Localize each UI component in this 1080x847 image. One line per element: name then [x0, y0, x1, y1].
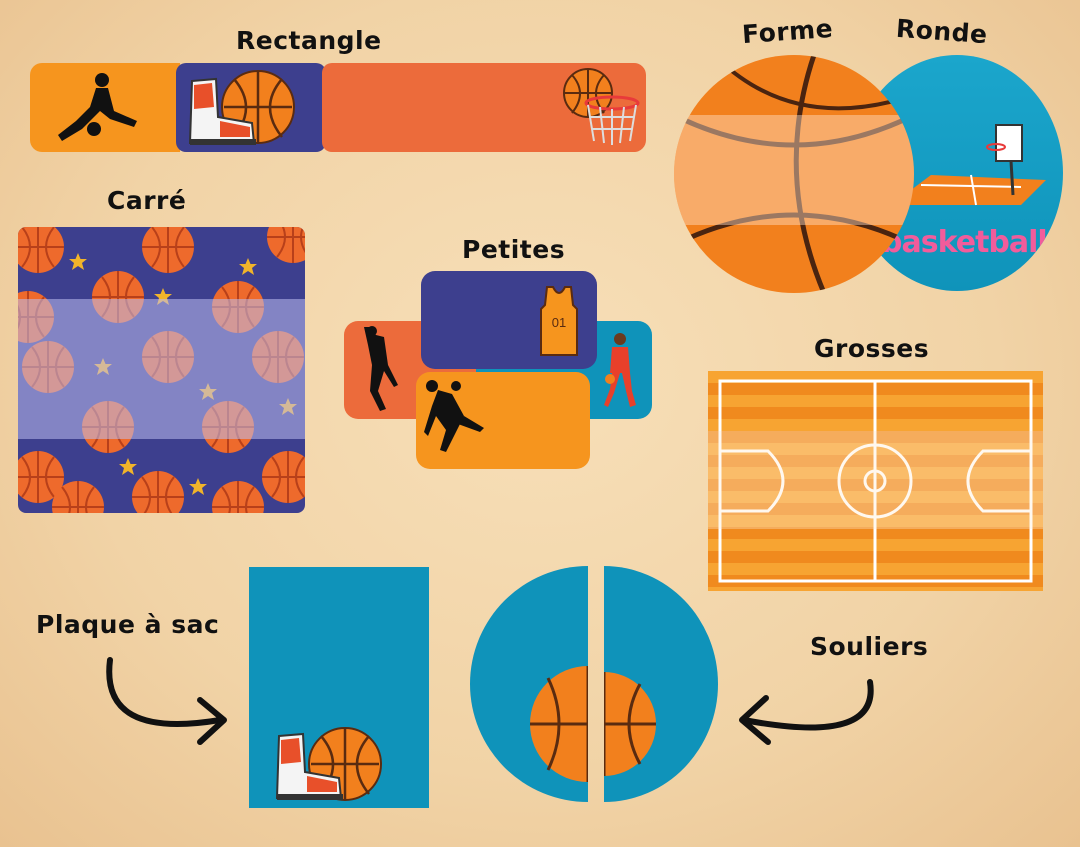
souliers-title: Souliers [810, 632, 929, 661]
soulier-left-sticker [470, 566, 588, 802]
basketball-icon [674, 55, 914, 293]
forme-circle-sticker [674, 55, 914, 293]
forme-title: Forme [741, 13, 834, 50]
curved-arrow-icon [739, 679, 874, 745]
ronde-circle-sticker: basketball [851, 55, 1063, 291]
running-player-icon [604, 333, 636, 407]
sneaker-basketball-icon [188, 70, 295, 145]
basketball-hoop-icon [563, 68, 640, 145]
ronde-title: Ronde [895, 13, 989, 50]
curved-arrow-icon [106, 657, 227, 745]
sneaker-basketball-icon [275, 727, 382, 801]
dunking-player-icon [364, 326, 398, 411]
rectangle-title: Rectangle [236, 26, 382, 55]
jersey-icon: 01 [540, 286, 578, 356]
rectangle-label-sticker [30, 63, 646, 152]
carre-label-sticker [18, 227, 305, 513]
petites-label-navy: 01 [421, 271, 597, 369]
carre-title: Carré [107, 186, 187, 215]
petites-label-orange [416, 372, 590, 469]
plaque-a-sac-sticker [249, 567, 429, 808]
plaque-a-sac-title: Plaque à sac [36, 610, 220, 639]
player-silhouette-icon [58, 73, 137, 141]
jersey-number: 01 [552, 315, 566, 330]
soulier-right-sticker [604, 566, 718, 802]
grosses-court-sticker [708, 371, 1043, 591]
dunking-player-icon [424, 380, 484, 452]
grosses-title: Grosses [814, 334, 930, 363]
petites-title: Petites [462, 235, 566, 264]
